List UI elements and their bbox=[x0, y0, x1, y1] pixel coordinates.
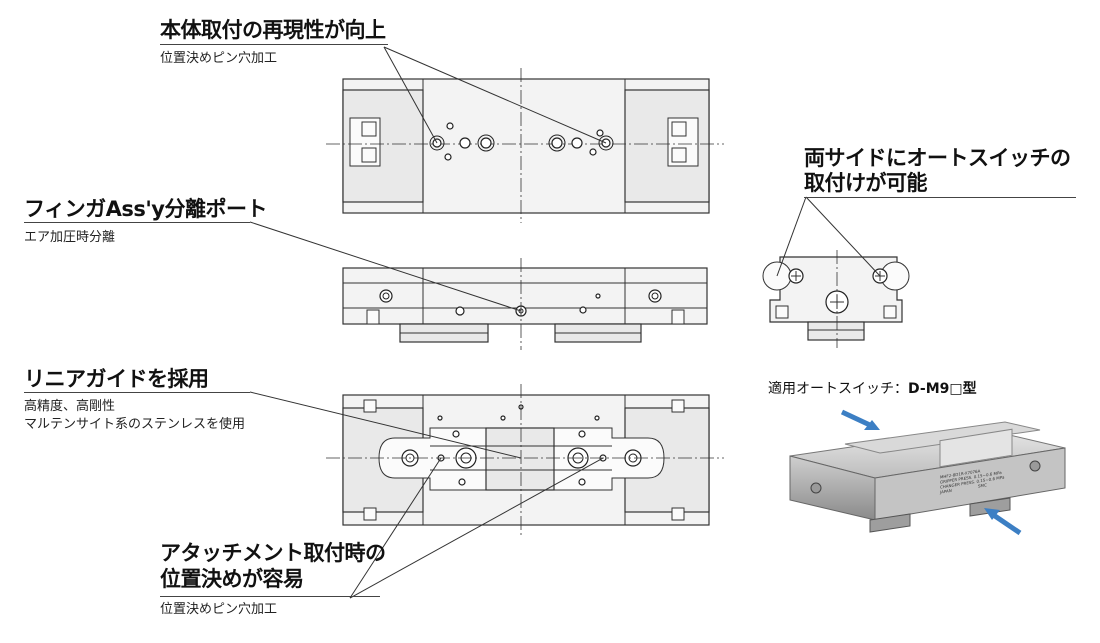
product-photo bbox=[789, 409, 1066, 536]
autoswitch-model: D-M9□型 bbox=[908, 381, 977, 397]
callout-4-title-1: アタッチメント取付時の bbox=[160, 541, 386, 565]
callout-1-sub: 位置決めピン穴加工 bbox=[160, 51, 278, 66]
gripper-body-front bbox=[874, 447, 1066, 521]
top-view-drawing bbox=[326, 68, 724, 223]
callout-4-rule bbox=[160, 596, 380, 597]
callout-5-rule bbox=[804, 197, 1076, 198]
callout-5-title-2: 取付けが可能 bbox=[804, 171, 928, 195]
label-line-5: SMC bbox=[978, 482, 987, 488]
product-label bbox=[939, 428, 1013, 468]
bottom-view-drawing bbox=[326, 384, 724, 535]
callout-3-sub-2: マルテンサイト系のステンレスを使用 bbox=[24, 417, 246, 432]
callout-2-title: フィンガAss'y分離ポート bbox=[24, 197, 267, 221]
side-view-drawing bbox=[342, 258, 708, 350]
label-line-1: MHF2-8D1R-X7076A bbox=[940, 468, 981, 479]
callout-5-title-1: 両サイドにオートスイッチの bbox=[804, 146, 1071, 170]
callout-3-rule bbox=[24, 392, 250, 393]
autoswitch-caption-prefix: 適用オートスイッチ： bbox=[768, 381, 908, 397]
end-view-drawing bbox=[762, 250, 910, 348]
leader-lines bbox=[249, 46, 881, 599]
arrow-top bbox=[840, 409, 880, 430]
label-line-4: JAPAN bbox=[939, 488, 952, 495]
product-label-text: MHF2-8D1R-X7076A GRIPPER PRESS. 0.15~0.6… bbox=[939, 468, 1005, 495]
arrow-bottom bbox=[984, 508, 1022, 536]
callout-4-title-2: 位置決めが容易 bbox=[160, 567, 304, 591]
fitting-port bbox=[810, 482, 822, 494]
callout-3-title: リニアガイドを採用 bbox=[24, 367, 209, 391]
callout-1-title: 本体取付の再現性が向上 bbox=[160, 18, 386, 42]
callout-2-rule bbox=[24, 222, 250, 223]
callout-3-sub-1: 高精度、高剛性 bbox=[24, 399, 116, 414]
autoswitch-caption: 適用オートスイッチ：D-M9□型 bbox=[768, 379, 977, 399]
callout-1-rule bbox=[160, 44, 388, 45]
callout-2-sub: エア加圧時分離 bbox=[24, 230, 116, 245]
callout-4-sub: 位置決めピン穴加工 bbox=[160, 602, 278, 617]
